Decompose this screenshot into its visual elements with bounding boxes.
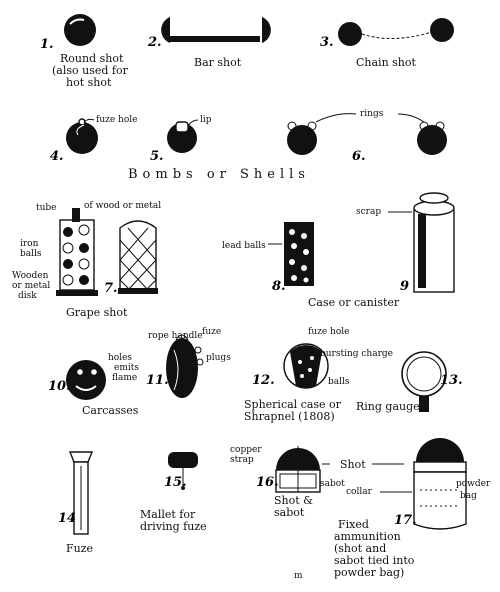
round-shot-figure [64, 14, 96, 46]
holes-callout: holes [108, 353, 132, 363]
of-wood-callout: of wood or metal [84, 201, 161, 211]
item-1-number: 1. [40, 37, 54, 52]
rings-callout: rings [360, 109, 384, 119]
wooden-disk-callout-3: disk [18, 291, 37, 301]
canister-scrap-figure [414, 193, 454, 292]
iron-balls-callout-2: balls [20, 249, 42, 259]
scrap-callout: scrap [356, 207, 381, 217]
lip-callout: lip [200, 115, 212, 125]
lead-balls-callout: lead balls [222, 241, 266, 251]
item-10-number: 10. [48, 379, 71, 394]
item-2-label: Bar shot [194, 56, 242, 69]
item-1-label-line3: hot shot [66, 76, 112, 89]
powder-bag-callout-1: powder [456, 479, 491, 489]
copper-strap-callout-2: strap [230, 455, 254, 465]
item-16-number: 16. [256, 475, 279, 490]
flame-callout: flame [112, 373, 137, 383]
carcass-oval-figure [166, 335, 203, 398]
item-4-number: 4. [50, 149, 64, 164]
tube-callout: tube [36, 203, 57, 213]
iron-balls-callout-1: iron [20, 239, 39, 249]
bomb-lip-figure [167, 122, 197, 153]
balls-callout: balls [328, 377, 350, 387]
item-14-number: 14 [58, 511, 76, 526]
item-2-number: 2. [147, 35, 162, 50]
bombs-caption: Bombs or Shells [128, 167, 310, 182]
emits-callout: emits [114, 363, 139, 373]
fuze-hole-callout-4: fuze hole [96, 115, 137, 125]
item-11-number: 11. [146, 373, 169, 388]
item-3-label: Chain shot [356, 56, 417, 69]
case-caption: Case or canister [308, 296, 400, 309]
item-15-label-line2: driving fuze [140, 520, 207, 533]
carcasses-caption: Carcasses [82, 404, 139, 417]
carcass-round-figure [66, 360, 106, 400]
item-6-number: 6. [352, 149, 366, 164]
wooden-disk-callout-2: or metal [12, 281, 50, 291]
item-14-label: Fuze [66, 542, 93, 555]
grape-shot-quilted-figure [118, 221, 158, 294]
item-17-number: 17. [394, 513, 417, 528]
item-17-label-line5: powder bag) [334, 566, 404, 579]
canister-lead-balls-figure [284, 222, 314, 286]
ring-gauge-caption: Ring gauge [356, 400, 420, 413]
collar-callout: collar [346, 487, 373, 497]
item-3-number: 3. [320, 35, 334, 50]
grape-caption: Grape shot [66, 306, 128, 319]
spherical-caption-line2: Shrapnel (1808) [244, 410, 335, 423]
plugs-callout: plugs [206, 353, 231, 363]
bomb-rings-figure [287, 114, 447, 155]
rope-handle-callout: rope handle [148, 331, 203, 341]
fuze-callout-11: fuze [202, 327, 221, 337]
wooden-disk-callout-1: Wooden [12, 271, 49, 281]
bursting-charge-callout: bursting charge [320, 349, 393, 359]
item-16-label-line2: sabot [274, 506, 305, 519]
shot-sabot-figure [276, 446, 320, 492]
item-15-number: 15. [164, 475, 187, 490]
fuze-hole-callout-12: fuze hole [308, 327, 349, 337]
item-13-number: 13. [440, 373, 463, 388]
grape-shot-open-figure [56, 208, 98, 296]
item-9-number: 9 [400, 279, 409, 294]
item-8-number: 8. [272, 279, 286, 294]
chain-shot-figure [338, 18, 454, 46]
bomb-fuze-hole-figure [66, 119, 98, 154]
sabot-callout: sabot [320, 479, 345, 489]
shot-callout: Shot [340, 458, 366, 471]
bar-shot-figure [161, 17, 271, 43]
item-7-number: 7. [104, 281, 118, 296]
powder-bag-callout-2: bag [460, 491, 477, 501]
item-12-number: 12. [252, 373, 275, 388]
page-mark: m [294, 571, 303, 581]
copper-strap-callout-1: copper [230, 445, 262, 455]
item-5-number: 5. [150, 149, 164, 164]
